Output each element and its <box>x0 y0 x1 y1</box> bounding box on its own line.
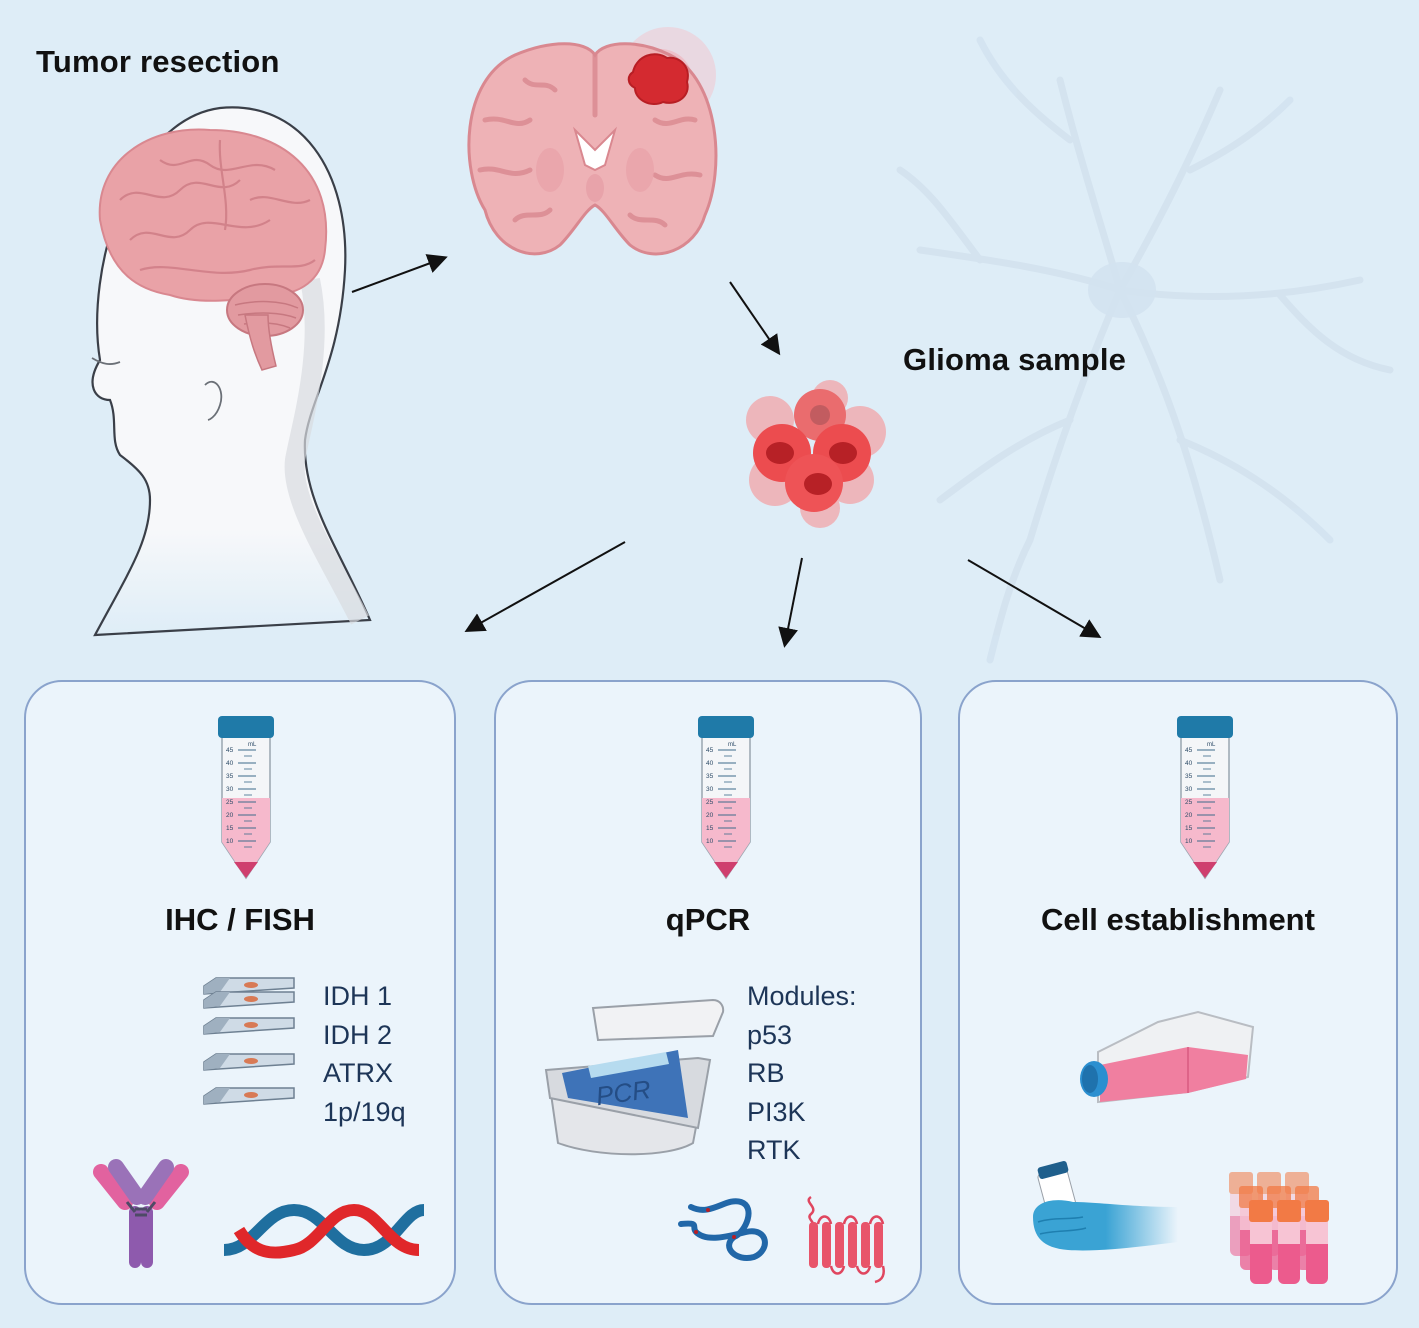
tube-scale-label: 20 <box>226 812 234 819</box>
tube-scale-label: 30 <box>706 786 714 793</box>
human-head-with-brain-icon <box>91 106 372 637</box>
microscope-slide <box>203 1017 295 1035</box>
cryovial-rack-icon <box>1229 1172 1329 1284</box>
marker-label: 1p/19q <box>323 1096 406 1127</box>
arrow-icon <box>464 541 626 632</box>
antibody-icon <box>93 1159 189 1268</box>
panel-cell-establishment: mL 45 40 35 30 25 20 15 10 Cell establishment <box>958 680 1398 1305</box>
panel-title: qPCR <box>665 902 751 937</box>
tumor-resection-title: Tumor resection <box>36 44 280 79</box>
cryovial <box>1277 1200 1301 1284</box>
tube-cap <box>698 716 754 738</box>
module-label: RB <box>747 1058 785 1088</box>
tube-scale-label: 45 <box>226 747 234 754</box>
tube-scale-label: 20 <box>706 812 714 819</box>
microscope-slide <box>203 1087 295 1105</box>
tube-scale-label: 15 <box>226 825 234 832</box>
arrow-icon <box>967 559 1102 639</box>
tube-scale-label: 35 <box>706 773 714 780</box>
tube-scale-label: 15 <box>1185 825 1193 832</box>
conical-tube-icon: mL 45 40 35 30 25 20 15 10 <box>218 716 274 880</box>
panel-ihc-fish: mL 45 40 35 30 25 20 15 10 IHC / FISH IDH 1 IDH … <box>24 680 456 1305</box>
marker-label: ATRX <box>323 1058 394 1088</box>
marker-label: IDH 1 <box>323 981 393 1011</box>
tube-scale-label: 40 <box>706 760 714 767</box>
tube-scale-label: 25 <box>1185 799 1193 806</box>
tube-scale-label: 40 <box>226 760 234 767</box>
svg-text:mL: mL <box>728 742 737 748</box>
tube-scale-label: 25 <box>706 799 714 806</box>
tube-scale-label: 35 <box>1185 773 1193 780</box>
tube-scale-label: 45 <box>1185 747 1193 754</box>
microscope-slide-icon <box>203 977 295 1105</box>
module-label: RTK <box>747 1135 801 1165</box>
cryovial <box>1249 1200 1273 1284</box>
tube-scale-label: 25 <box>226 799 234 806</box>
gloved-hand-holding-vial-icon <box>1033 1160 1178 1251</box>
arrow-icon <box>729 281 781 356</box>
arrow-icon <box>351 254 448 293</box>
module-heading: Modules: <box>747 981 857 1011</box>
tube-cap <box>1177 716 1233 738</box>
ihc-marker-list: IDH 1 IDH 2 ATRX 1p/19q <box>323 977 406 1131</box>
cell-culture-flask-icon <box>1080 1010 1255 1104</box>
panel-title: Cell establishment <box>1041 902 1315 937</box>
tube-scale-label: 15 <box>706 825 714 832</box>
dna-helix-icon <box>223 1203 426 1259</box>
module-label: PI3K <box>747 1096 806 1127</box>
tube-scale-label: 30 <box>226 786 234 793</box>
pcr-machine-icon: PCR <box>544 998 725 1156</box>
tumor-cell-cluster-icon <box>746 380 886 528</box>
panel-qpcr: mL 45 40 35 30 25 20 15 10 qPCR PCR Modules: p53… <box>494 680 922 1305</box>
neuron-background-icon <box>896 36 1394 664</box>
tube-scale-label: 10 <box>226 838 234 845</box>
protein-chain-icon <box>678 1198 768 1261</box>
module-label: p53 <box>747 1019 793 1050</box>
qpcr-module-list: Modules: p53 RB PI3K RTK <box>747 977 857 1170</box>
tube-scale-label: 30 <box>1185 786 1193 793</box>
arrows-layer <box>351 254 1102 648</box>
brain-coronal-section-with-tumor-icon <box>467 27 718 256</box>
tube-scale-label: 10 <box>706 838 714 845</box>
microscope-slide <box>203 1053 295 1071</box>
cryovial <box>1305 1200 1329 1284</box>
microscope-slide <box>203 977 295 995</box>
tube-scale-label: 35 <box>226 773 234 780</box>
tube-scale-label: 40 <box>1185 760 1193 767</box>
tube-scale-label: 45 <box>706 747 714 754</box>
transmembrane-receptor-icon <box>807 1195 885 1284</box>
svg-text:mL: mL <box>1207 742 1216 748</box>
tube-scale-label: 20 <box>1185 812 1193 819</box>
marker-label: IDH 2 <box>323 1019 393 1050</box>
conical-tube-icon: mL 45 40 35 30 25 20 15 10 <box>698 716 754 880</box>
tube-scale-label: 10 <box>1185 838 1193 845</box>
svg-text:mL: mL <box>248 742 257 748</box>
arrow-icon <box>778 557 803 648</box>
conical-tube-icon: mL 45 40 35 30 25 20 15 10 <box>1177 716 1233 880</box>
panel-title: IHC / FISH <box>165 902 315 937</box>
tube-cap <box>218 716 274 738</box>
microscope-slide <box>203 991 295 1009</box>
glioma-sample-title: Glioma sample <box>903 342 1127 377</box>
